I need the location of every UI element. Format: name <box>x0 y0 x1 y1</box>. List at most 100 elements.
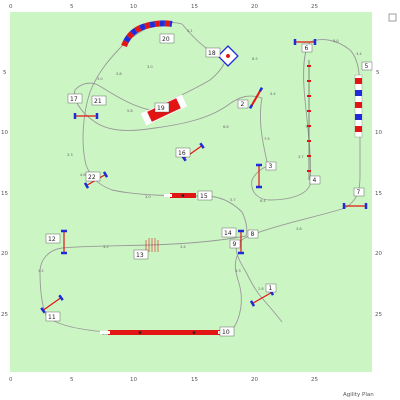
x-tick-top: 10 <box>130 4 137 10</box>
obstacle-number: 13 <box>136 252 144 259</box>
distance-marker: 6.6 <box>223 125 229 129</box>
obstacle-number: 6 <box>305 45 309 52</box>
obstacle-3-jump <box>256 163 262 189</box>
distance-marker: 6.4 <box>260 199 266 203</box>
weave-poles <box>307 65 311 172</box>
obstacle-number: 16 <box>178 150 186 157</box>
distance-marker: 7.9 <box>264 137 270 141</box>
obstacle-number: 12 <box>48 236 56 243</box>
distance-marker: 3.3 <box>67 153 73 157</box>
obstacle-number: 3 <box>269 163 273 170</box>
label-10: 10 <box>219 326 235 337</box>
x-tick-top: 20 <box>251 4 258 10</box>
obstacle-number: 18 <box>208 50 216 57</box>
obstacle-number: 20 <box>162 36 170 43</box>
obstacle-number: 17 <box>70 96 78 103</box>
distance-marker: 3.1 <box>187 29 193 33</box>
label-9: 9 <box>229 239 241 249</box>
distance-marker: 3.8 <box>296 227 302 231</box>
label-11: 11 <box>45 311 61 322</box>
right-scale: 5 10 15 20 25 <box>375 70 382 318</box>
obstacle-number: 4 <box>313 177 317 184</box>
obstacle-number: 11 <box>48 314 56 321</box>
y-tick-right: 15 <box>375 191 382 197</box>
label-6: 6 <box>301 43 313 53</box>
obstacle-18-diamond <box>217 45 239 67</box>
distance-marker: 3.2 <box>38 269 44 273</box>
x-tick-bottom: 20 <box>251 377 258 383</box>
obstacle-2-jump <box>248 86 264 110</box>
obstacle-17-jump <box>73 113 99 119</box>
obstacle-labels: 1 2 3 4 5 6 7 8 9 10 11 12 13 14 15 16 1… <box>45 33 373 337</box>
label-12: 12 <box>45 233 61 244</box>
distance-marker: 3.0 <box>145 195 151 199</box>
distance-marker: 2.8 <box>258 287 264 291</box>
obstacle-15-seesaw <box>164 193 196 198</box>
y-tick-right: 5 <box>376 70 380 76</box>
label-13: 13 <box>133 249 149 260</box>
credit-text: Agility Plan <box>343 392 374 398</box>
bottom-scale: 0 5 10 15 20 25 <box>9 377 318 383</box>
x-tick-bottom: 15 <box>191 377 198 383</box>
y-tick-left: 5 <box>3 70 7 76</box>
obstacle-20-tire-arc <box>121 20 173 48</box>
obstacle-5-weave-striped <box>354 74 363 138</box>
field <box>10 12 372 372</box>
label-20: 20 <box>159 33 175 44</box>
y-tick-left: 25 <box>1 312 8 318</box>
x-tick-top: 25 <box>311 4 318 10</box>
y-tick-right: 25 <box>375 312 382 318</box>
label-21: 21 <box>91 95 107 106</box>
obstacle-number: 15 <box>200 193 208 200</box>
x-tick-top: 5 <box>70 4 74 10</box>
distance-marker: 3.2 <box>103 245 109 249</box>
obstacle-number: 19 <box>157 105 165 112</box>
y-tick-right: 10 <box>375 130 382 136</box>
obstacle-number: 8 <box>251 231 255 238</box>
distance-marker: 3.8 <box>116 72 122 76</box>
distance-marker: 3.4 <box>180 245 186 249</box>
label-7: 7 <box>353 187 365 197</box>
label-5: 5 <box>361 61 373 71</box>
x-tick-bottom: 5 <box>70 377 74 383</box>
y-tick-left: 10 <box>1 130 8 136</box>
label-16: 16 <box>175 147 191 158</box>
obstacle-14-jump <box>238 229 244 255</box>
distance-marker: 3.7 <box>298 155 304 159</box>
distance-marker: 5.7 <box>230 198 236 202</box>
obstacle-13-wall <box>145 238 159 252</box>
distance-marker: 5.8 <box>127 109 133 113</box>
obstacle-number: 1 <box>269 285 273 292</box>
obstacle-number: 5 <box>365 63 369 70</box>
obstacle-number: 9 <box>233 241 237 248</box>
distance-marker: 3.0 <box>147 65 153 69</box>
distance-marker: 3.3 <box>235 269 241 273</box>
label-4: 4 <box>309 175 321 185</box>
obstacle-number: 14 <box>224 230 232 237</box>
x-tick-bottom: 10 <box>130 377 137 383</box>
obstacle-number: 21 <box>94 98 102 105</box>
distance-marker: 5.0 <box>333 39 339 43</box>
distance-marker: 3.4 <box>356 52 362 56</box>
corner-square-icon <box>388 13 397 22</box>
distance-marker: 8.5 <box>252 57 258 61</box>
label-1: 1 <box>265 283 277 293</box>
label-14: 14 <box>221 227 237 238</box>
x-tick-top: 0 <box>9 4 13 10</box>
obstacle-number: 2 <box>241 101 245 108</box>
label-19: 19 <box>154 102 170 113</box>
y-tick-left: 20 <box>1 251 8 257</box>
distance-marker: 3.0 <box>97 77 103 81</box>
distance-marker: 4.6 <box>80 173 86 177</box>
obstacle-7-jump <box>342 203 368 209</box>
label-18: 18 <box>205 47 221 58</box>
obstacle-6-jump <box>293 39 317 45</box>
x-tick-top: 15 <box>191 4 198 10</box>
x-tick-bottom: 0 <box>9 377 13 383</box>
label-15: 15 <box>197 190 213 201</box>
label-3: 3 <box>265 161 277 171</box>
obstacle-number: 10 <box>222 329 230 336</box>
y-tick-right: 20 <box>375 251 382 257</box>
label-17: 17 <box>67 93 83 104</box>
